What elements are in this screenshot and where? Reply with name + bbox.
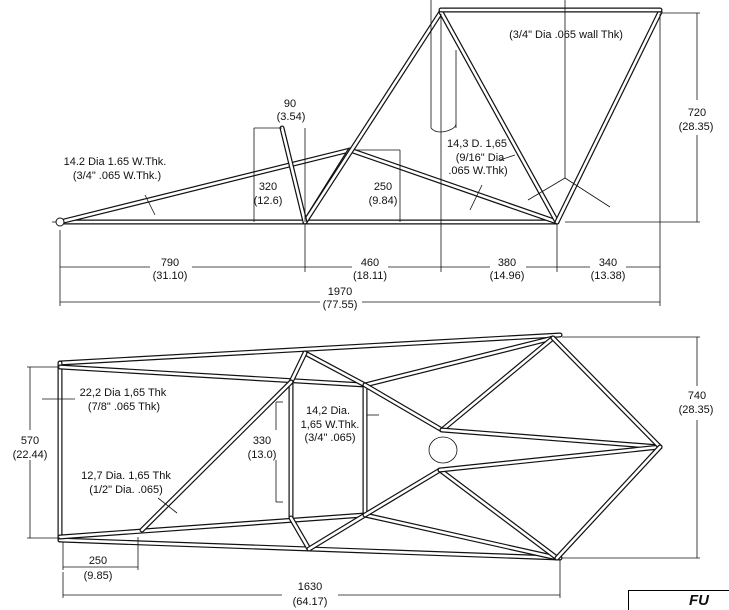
tube-member-core [289, 516, 311, 551]
dim-740-in: (28.35) [679, 404, 714, 416]
callout-center-wall: 1,65 W.Thk. [301, 419, 360, 431]
dim-1630: 1630 [298, 581, 322, 593]
dim-1970: 1970 [328, 286, 352, 298]
tube-member-core [363, 336, 555, 387]
callout-brace-imperial: (1/2" Dia. .065) [89, 484, 163, 496]
tube-member-core [58, 148, 352, 224]
dim-340-in: (13.38) [591, 270, 626, 282]
callout-diagonal-imperial: (9/16" Dia [456, 152, 505, 164]
tube-member-core [58, 513, 367, 539]
dim-250-in: (9.84) [369, 195, 398, 207]
tube-member-core [551, 336, 662, 449]
tube-member-core [303, 351, 367, 387]
dim-320-in: (12.6) [254, 195, 283, 207]
tube-member-core [303, 10, 443, 224]
tube-member-core [438, 468, 559, 560]
callout-main-rail-imperial: (7/8" .065 Thk) [88, 401, 160, 413]
callout-center-imperial: (3/4" .065) [305, 432, 356, 444]
callout-diagonal-wall: .065 W.Thk) [448, 165, 507, 177]
logo-text: FU [689, 592, 709, 609]
tube-member-core [440, 336, 555, 432]
tube-member-core [438, 445, 662, 472]
dim-790-in: (31.10) [153, 270, 188, 282]
dim-330-in: (13.0) [248, 449, 277, 461]
callout-front-rail-imperial: (3/4" .065 W.Thk.) [73, 170, 161, 182]
logo-box: FU [628, 590, 729, 610]
side-view-labels: 14.2 Dia 1.65 W.Thk. (3/4" .065 W.Thk.) … [64, 29, 714, 311]
tube-member-core [280, 126, 307, 224]
dim-720: 720 [688, 107, 706, 119]
tube-member-core [555, 10, 662, 224]
callout-front-rail: 14.2 Dia 1.65 W.Thk. [64, 156, 167, 168]
dim-570: 570 [21, 435, 39, 447]
dim-460-in: (18.11) [353, 270, 387, 282]
dim-340: 340 [599, 257, 617, 269]
tube-member-core [363, 513, 559, 560]
tube-members [57, 7, 663, 561]
dim-250-plan: 250 [89, 555, 107, 567]
dim-90-in: (3.54) [277, 111, 306, 123]
steering-column-hole [428, 436, 458, 464]
dim-460: 460 [361, 257, 379, 269]
dim-250: 250 [374, 181, 392, 193]
plan-dimension-lines [27, 336, 700, 598]
dim-1970-in: (77.55) [323, 299, 358, 311]
tube-member-core [363, 468, 442, 517]
tube-member-core [439, 10, 559, 224]
tube-member-core [289, 351, 307, 384]
plan-view-labels: 22,2 Dia 1,65 Thk (7/8" .065 Thk) 12,7 D… [13, 387, 714, 608]
tube-member-core [555, 445, 662, 560]
side-dimension-lines [52, 0, 700, 306]
callout-hoop: (3/4" Dia .065 wall Thk) [509, 29, 623, 41]
dim-790: 790 [161, 257, 179, 269]
dim-570-in: (22.44) [13, 449, 48, 461]
callout-main-rail: 22,2 Dia 1,65 Thk [80, 387, 167, 399]
dim-380-in: (14.96) [490, 270, 525, 282]
tube-member-core [363, 383, 444, 432]
front-pivot [55, 217, 65, 227]
dim-720-in: (28.35) [679, 121, 714, 133]
callout-brace: 12,7 Dia. 1,65 Thk [81, 470, 171, 482]
tube-member-core [440, 428, 662, 449]
dim-330: 330 [253, 435, 271, 447]
dim-320: 320 [259, 181, 277, 193]
dim-380: 380 [498, 257, 516, 269]
tube-member-core [58, 365, 367, 387]
dim-250-plan-in: (9.85) [84, 570, 113, 582]
callout-center: 14,2 Dia. [306, 405, 350, 417]
callout-diagonal: 14,3 D. 1,65 [447, 138, 507, 150]
tube-member-core [348, 148, 559, 224]
tube-member-core [58, 333, 562, 365]
tube-member-core [307, 513, 367, 551]
dim-1630-in: (64.17) [293, 596, 328, 608]
dim-90: 90 [284, 98, 296, 110]
dim-740: 740 [688, 390, 706, 402]
